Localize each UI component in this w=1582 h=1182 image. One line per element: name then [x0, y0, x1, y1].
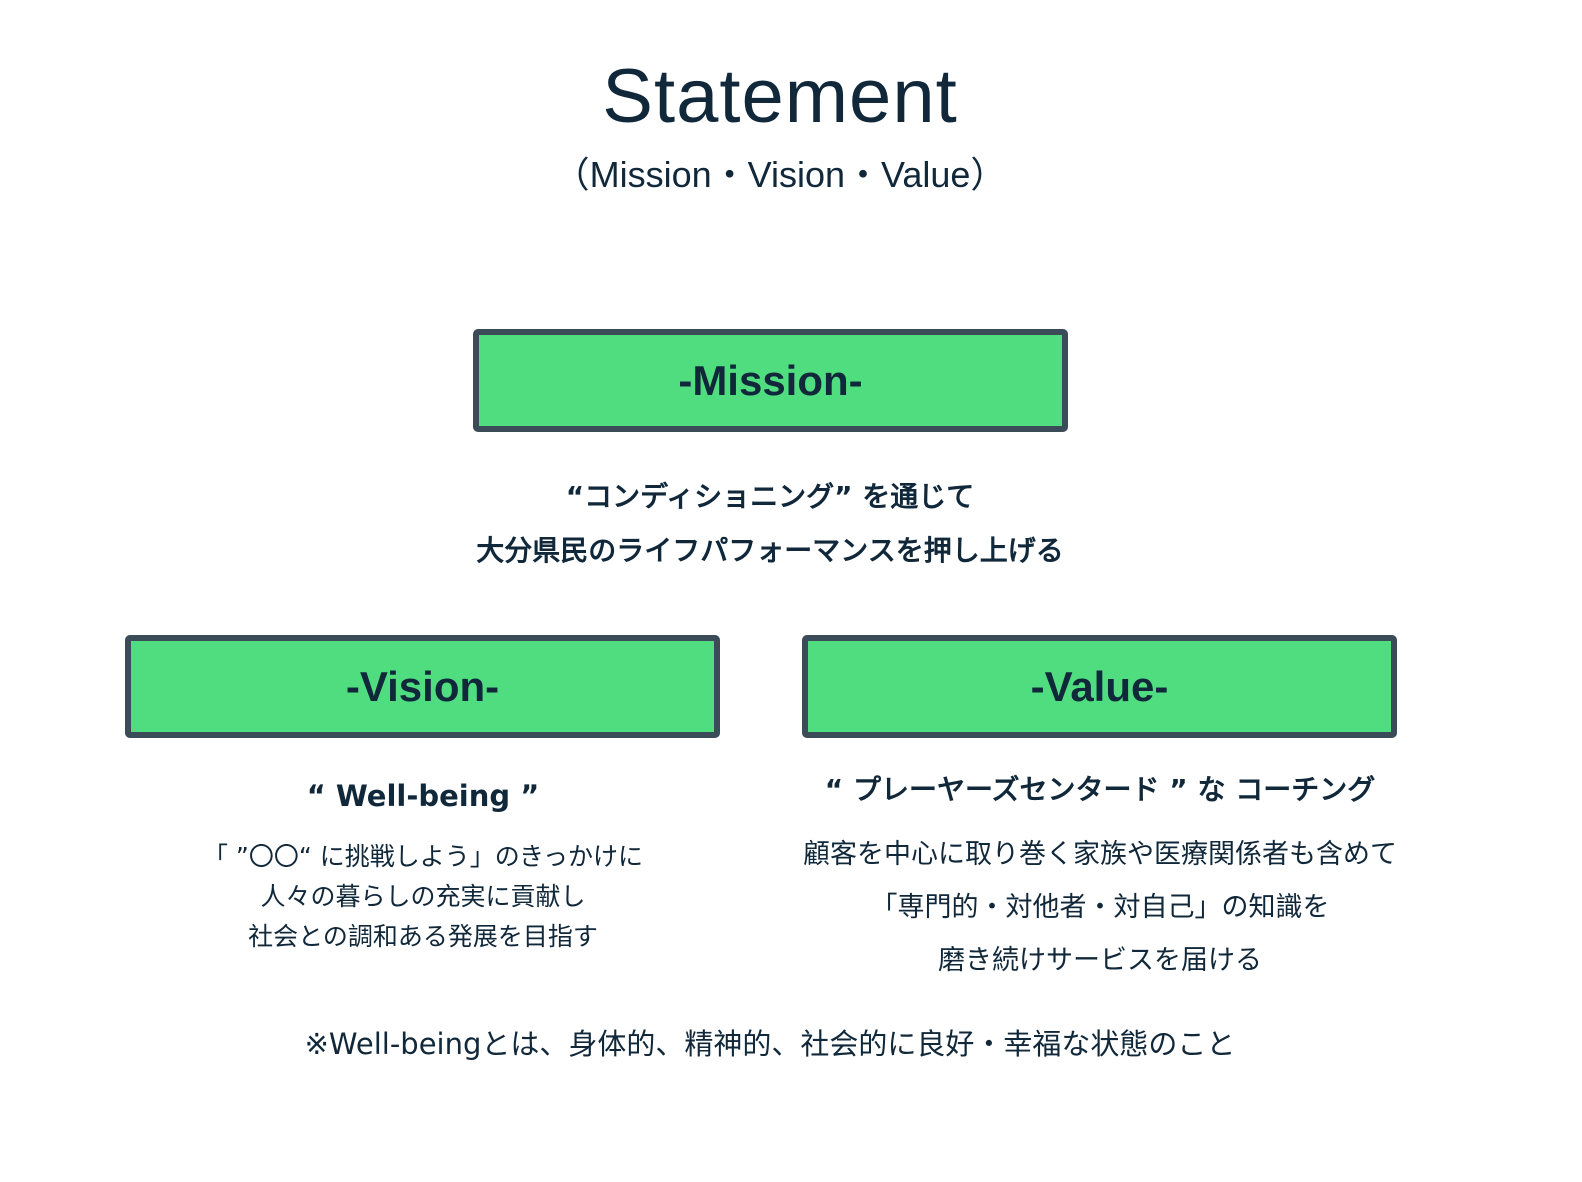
mission-heading: -Mission-	[678, 356, 863, 404]
footnote: ※Well-beingとは、身体的、精神的、社会的に良好・幸福な状態のこと	[304, 1027, 1236, 1061]
vision-heading: -Vision-	[345, 662, 500, 710]
mission-statement: “コンディショニング” を通じて 大分県民のライフパフォーマンスを押し上げる	[370, 470, 1170, 578]
value-heading-box: -Value-	[802, 635, 1397, 738]
mission-line: “コンディショニング” を通じて	[565, 480, 975, 513]
value-tagline: “ プレーヤーズセンタード ” な コーチング	[824, 773, 1376, 806]
value-line: 磨き続けサービスを届ける	[938, 945, 1262, 976]
value-heading: -Value-	[1030, 662, 1169, 710]
value-line: 顧客を中心に取り巻く家族や医療関係者も含めて	[803, 839, 1397, 870]
vision-tagline: “ Well-being ”	[306, 779, 540, 813]
page-title: Statement	[602, 54, 958, 139]
mission-heading-box: -Mission-	[473, 329, 1068, 432]
vision-line: 「 ”〇〇“ に挑戦しよう」のきっかけに	[202, 842, 644, 871]
mission-line: 大分県民のライフパフォーマンスを押し上げる	[476, 534, 1064, 567]
vision-description: 「 ”〇〇“ に挑戦しよう」のきっかけに 人々の暮らしの充実に貢献し 社会との調…	[123, 837, 723, 957]
page-subtitle: （Mission・Vision・Value）	[553, 154, 1007, 195]
value-line: 「専門的・対他者・対自己」の知識を	[870, 892, 1330, 923]
value-description: 顧客を中心に取り巻く家族や医療関係者も含めて 「専門的・対他者・対自己」の知識を…	[780, 828, 1420, 987]
vision-heading-box: -Vision-	[125, 635, 720, 738]
vision-line: 社会との調和ある発展を目指す	[248, 922, 598, 951]
vision-line: 人々の暮らしの充実に貢献し	[260, 882, 586, 911]
